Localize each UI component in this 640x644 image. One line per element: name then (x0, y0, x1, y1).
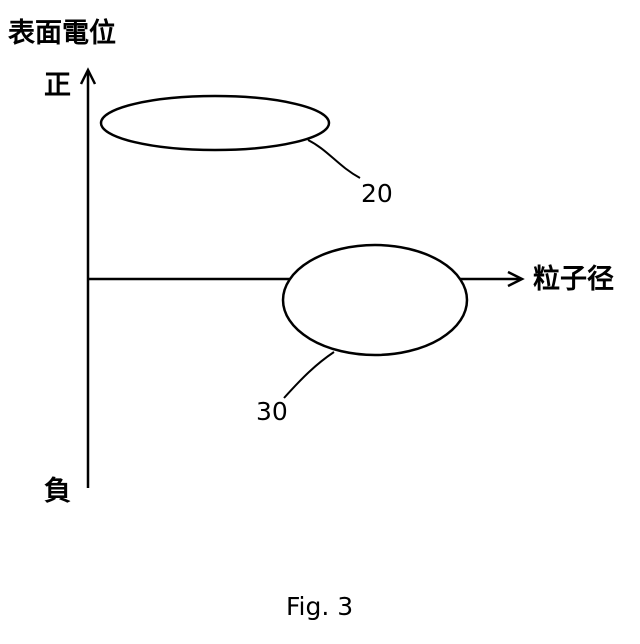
positive-label: 正 (44, 72, 71, 99)
y-axis-title: 表面電位 (8, 20, 116, 47)
figure-caption: Fig. 3 (286, 594, 353, 619)
leader-line-20 (308, 140, 360, 178)
negative-label: 負 (44, 478, 71, 505)
reference-numeral-30: 30 (256, 399, 288, 424)
region-20-ellipse (101, 96, 329, 150)
x-axis-title: 粒子径 (533, 266, 614, 293)
reference-numeral-20: 20 (361, 181, 393, 206)
region-30-ellipse (283, 245, 467, 355)
leader-line-30 (284, 352, 334, 398)
